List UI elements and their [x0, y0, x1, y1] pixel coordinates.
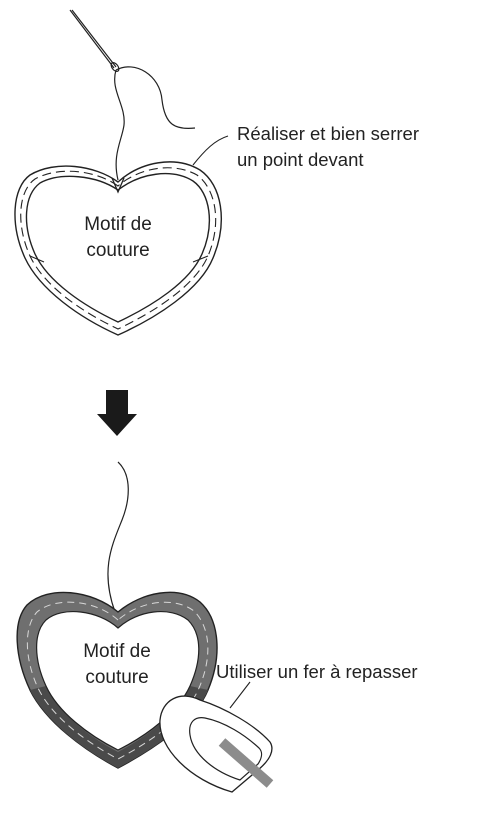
iron-plate: [218, 738, 274, 788]
heart-inner-outline: [25, 172, 211, 323]
running-stitch-line: [20, 167, 217, 330]
heart-label-line2: couture: [85, 667, 148, 688]
callout-line1: Réaliser et bien serrer: [237, 123, 419, 144]
heart-label-line1: Motif de: [84, 214, 152, 235]
needle-icon: [69, 9, 120, 72]
down-arrow-icon: [97, 390, 137, 436]
heart-inner-fabric: [36, 610, 200, 751]
step2-group: Motif de couture Utiliser un fer à repas…: [16, 461, 418, 793]
iron-icon: [159, 695, 274, 793]
heart-label-line2: couture: [86, 240, 149, 261]
thread-line: [107, 461, 129, 613]
iron-callout: Utiliser un fer à repasser: [216, 661, 418, 682]
thread-line: [114, 66, 196, 181]
callout-line2: un point devant: [237, 149, 364, 170]
heart-label-line1: Motif de: [83, 641, 151, 662]
step1-group: Motif de couture Réaliser et bien serrer…: [14, 9, 419, 336]
callout-leader: [192, 135, 229, 166]
callout-leader: [229, 681, 251, 709]
